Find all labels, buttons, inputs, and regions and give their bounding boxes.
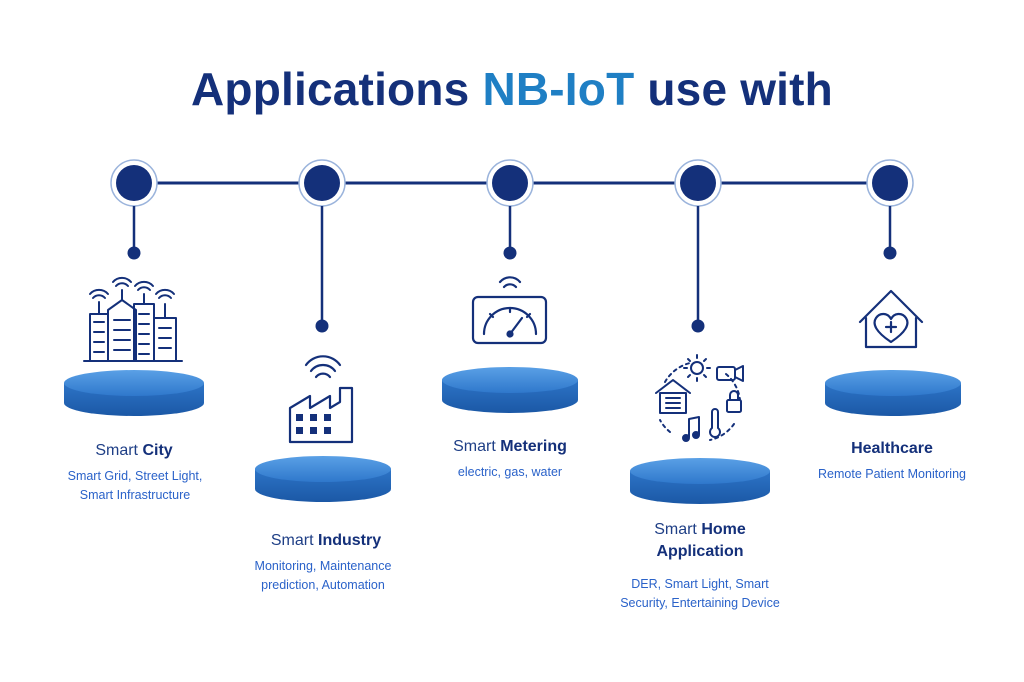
smart-home-cycle-icon — [655, 354, 744, 442]
connector-5 — [883, 206, 897, 260]
pedestal-1 — [64, 370, 204, 416]
app-desc-smart-city: Smart Grid, Street Light, Smart Infrastr… — [67, 469, 203, 502]
app-desc-smart-home: DER, Smart Light, Smart Security, Entert… — [620, 577, 780, 610]
app-label-light: Smart — [654, 521, 697, 538]
app-label-bold: Healthcare — [851, 440, 933, 457]
app-desc-smart-metering: electric, gas, water — [457, 465, 563, 479]
app-label-smart-home: Smart Home Application — [630, 519, 770, 563]
title-accent: NB-IoT — [482, 63, 635, 115]
app-desc-smart-industry: Monitoring, Maintenance prediction, Auto… — [254, 559, 392, 592]
pedestal-4 — [630, 458, 770, 504]
app-desc-healthcare: Remote Patient Monitoring — [818, 467, 966, 481]
app-label-bold: Home Application — [656, 521, 746, 560]
pedestal-2 — [255, 456, 391, 502]
app-label-light: Smart — [95, 442, 138, 459]
pedestal-3 — [442, 367, 578, 413]
app-label-bold: Industry — [318, 532, 382, 549]
factory-wifi-icon — [288, 355, 354, 444]
app-label-smart-industry: Smart Industry — [246, 530, 406, 552]
page-title: Applications NB-IoT use with — [0, 62, 1024, 116]
app-label-smart-metering: Smart Metering — [430, 436, 590, 458]
app-label-light: Smart — [270, 532, 314, 549]
timeline-node-3 — [486, 159, 534, 207]
app-label-light: Smart — [453, 438, 496, 455]
timeline-node-4 — [674, 159, 722, 207]
connector-3 — [503, 206, 517, 260]
city-buildings-wifi-icon — [83, 276, 183, 362]
app-label-smart-city: Smart City — [54, 440, 214, 462]
house-heart-icon — [858, 289, 924, 349]
connector-2 — [315, 206, 329, 333]
title-rest: use with — [647, 63, 833, 115]
app-label-healthcare: Healthcare — [812, 438, 972, 460]
timeline-node-1 — [110, 159, 158, 207]
gauge-meter-icon — [471, 276, 548, 345]
timeline-node-2 — [298, 159, 346, 207]
timeline-node-5 — [866, 159, 914, 207]
app-label-bold: City — [142, 442, 173, 459]
connector-4 — [691, 206, 705, 333]
title-main: Applications — [191, 63, 470, 115]
app-label-bold: Metering — [500, 438, 567, 455]
pedestal-5 — [825, 370, 961, 416]
connector-1 — [127, 206, 141, 260]
